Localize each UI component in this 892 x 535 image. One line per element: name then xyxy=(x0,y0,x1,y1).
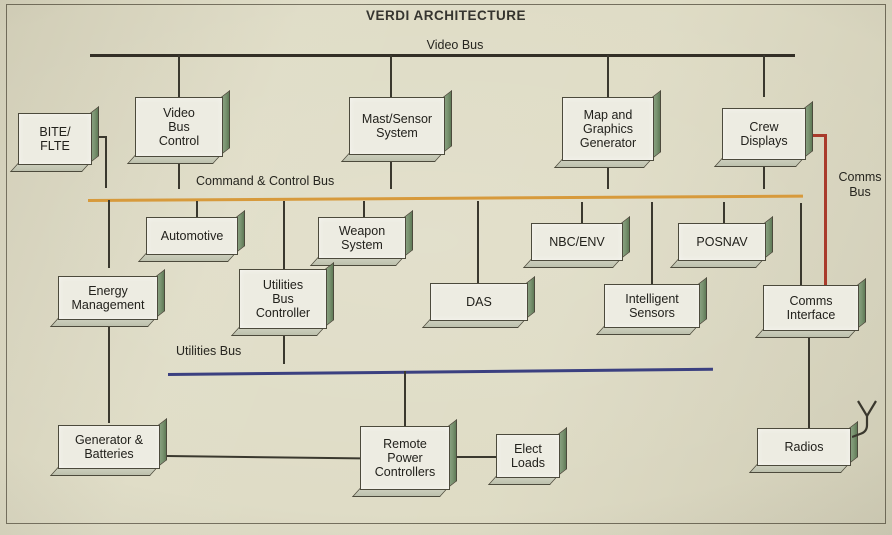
node-das[interactable]: DAS xyxy=(421,275,535,328)
node-intelligent-sensors[interactable]: Intelligent Sensors xyxy=(595,276,707,335)
box-front-face: Video Bus Control xyxy=(135,97,223,157)
box-front-face: POSNAV xyxy=(678,223,766,261)
connector-mast-sensor-to-ccbus xyxy=(390,162,392,189)
node-label: Comms Interface xyxy=(786,294,836,322)
connector-videobus-to-video-bus-control xyxy=(178,55,180,97)
utilities-bus-line xyxy=(167,367,713,376)
connector-crew-displays-to-ccbus xyxy=(763,167,765,189)
page-title: VERDI ARCHITECTURE xyxy=(365,8,526,23)
node-video-bus-control[interactable]: Video Bus Control xyxy=(126,89,230,164)
node-radios[interactable]: Radios xyxy=(748,420,858,473)
node-utilities-bus-controller[interactable]: Utilities Bus Controller xyxy=(230,261,334,336)
node-label: Generator & Batteries xyxy=(74,433,144,461)
box-front-face: DAS xyxy=(430,283,528,321)
node-label: BITE/ FLTE xyxy=(39,125,71,153)
node-comms-interface[interactable]: Comms Interface xyxy=(754,277,866,338)
node-weapon-system[interactable]: Weapon System xyxy=(309,209,413,266)
connector-ccbus-to-weapon-system xyxy=(363,201,365,217)
comms-bus-label: Comms Bus xyxy=(838,170,882,199)
node-elect-loads[interactable]: Elect Loads xyxy=(487,426,567,485)
box-front-face: Weapon System xyxy=(318,217,406,259)
comms-bus-line xyxy=(824,134,827,292)
node-bite-flte[interactable]: BITE/ FLTE xyxy=(9,105,99,172)
node-generator-batteries[interactable]: Generator & Batteries xyxy=(49,417,167,476)
box-front-face: Energy Management xyxy=(58,276,158,320)
connector-ccbus-to-utilities-bus-controller xyxy=(283,201,285,269)
connector-videobus-to-mast-sensor xyxy=(390,55,392,97)
connector-videobus-to-map-graphics xyxy=(607,55,609,97)
connector-generator-to-remote-power-controllers xyxy=(166,455,360,459)
antenna-icon xyxy=(852,400,877,439)
node-label: Crew Displays xyxy=(740,120,788,148)
node-label: Weapon System xyxy=(338,224,386,252)
node-label: Automotive xyxy=(160,229,224,243)
box-front-face: Map and Graphics Generator xyxy=(562,97,654,161)
node-automotive[interactable]: Automotive xyxy=(137,209,245,262)
connector-ccbus-to-comms-interface xyxy=(800,203,802,285)
box-front-face: Radios xyxy=(757,428,851,466)
box-front-face: NBC/ENV xyxy=(531,223,623,261)
node-label: Map and Graphics Generator xyxy=(579,108,637,150)
connector-ccbus-to-posnav xyxy=(723,202,725,223)
connector-map-graphics-to-ccbus xyxy=(607,168,609,189)
video-bus-label: Video Bus xyxy=(426,38,484,52)
box-front-face: Automotive xyxy=(146,217,238,255)
node-label: DAS xyxy=(466,295,492,309)
connector-remote-power-to-elect-loads xyxy=(457,456,496,458)
connector-energy-management-to-generator xyxy=(108,327,110,423)
connector-utilities-bus-controller-to-utilbus xyxy=(283,336,285,364)
utilities-bus-label: Utilities Bus xyxy=(176,344,242,358)
box-front-face: Remote Power Controllers xyxy=(360,426,450,490)
node-label: Remote Power Controllers xyxy=(374,437,436,479)
box-front-face: Comms Interface xyxy=(763,285,859,331)
node-label: Elect Loads xyxy=(510,442,546,470)
node-energy-management[interactable]: Energy Management xyxy=(49,268,165,327)
connector-ccbus-to-energy-management xyxy=(108,200,110,268)
node-map-graphics-generator[interactable]: Map and Graphics Generator xyxy=(553,89,661,168)
box-front-face: Mast/Sensor System xyxy=(349,97,445,155)
box-front-face: Intelligent Sensors xyxy=(604,284,700,328)
command-control-bus-label: Command & Control Bus xyxy=(196,174,335,188)
box-front-face: BITE/ FLTE xyxy=(18,113,92,165)
connector-comms-interface-to-radios xyxy=(808,330,810,428)
video-bus-line xyxy=(90,54,795,58)
connector-utilbus-to-remote-power-controllers xyxy=(404,371,406,426)
connector-video-bus-control-to-ccbus xyxy=(178,164,180,189)
node-label: NBC/ENV xyxy=(549,235,605,249)
node-label: Mast/Sensor System xyxy=(361,112,433,140)
node-posnav[interactable]: POSNAV xyxy=(669,215,773,268)
node-mast-sensor-system[interactable]: Mast/Sensor System xyxy=(340,89,452,162)
box-front-face: Crew Displays xyxy=(722,108,806,160)
box-front-face: Generator & Batteries xyxy=(58,425,160,469)
node-label: Radios xyxy=(784,440,824,454)
connector-ccbus-to-automotive xyxy=(196,201,198,217)
connector-ccbus-to-nbc-env xyxy=(581,202,583,223)
connector-ccbus-to-intelligent-sensors xyxy=(651,202,653,284)
node-nbc-env[interactable]: NBC/ENV xyxy=(522,215,630,268)
connector-videobus-to-crew-displays xyxy=(763,55,765,97)
box-front-face: Utilities Bus Controller xyxy=(239,269,327,329)
box-front-face: Elect Loads xyxy=(496,434,560,478)
node-label: POSNAV xyxy=(696,235,748,249)
node-remote-power-controllers[interactable]: Remote Power Controllers xyxy=(351,418,457,497)
comms-bus-elbow xyxy=(802,134,827,137)
node-label: Video Bus Control xyxy=(158,106,200,148)
node-label: Utilities Bus Controller xyxy=(255,278,311,320)
connector-bite-flte-elbow-v xyxy=(105,136,107,188)
node-crew-displays[interactable]: Crew Displays xyxy=(713,100,813,167)
connector-ccbus-to-das xyxy=(477,201,479,283)
node-label: Energy Management xyxy=(71,284,145,312)
node-label: Intelligent Sensors xyxy=(625,292,679,320)
